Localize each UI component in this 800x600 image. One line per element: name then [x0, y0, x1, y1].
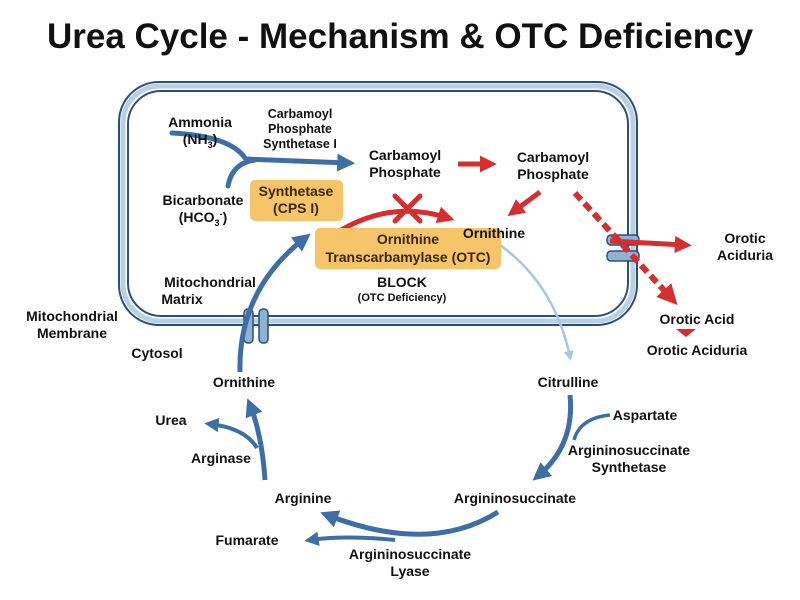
orotic-aciduria-exit-arrow — [609, 235, 692, 253]
citrulline-to-argininosuccinate-arrow — [532, 394, 574, 481]
citrulline-label: Citrulline — [538, 374, 599, 390]
bicarbonate-label: Bicarbonate — [163, 192, 244, 208]
ass-enzyme-line-1: Argininosuccinate — [568, 442, 690, 458]
urea-label: Urea — [155, 412, 186, 428]
cytosol-label: Cytosol — [131, 345, 182, 361]
arginine-label: Arginine — [275, 490, 332, 506]
fumarate-label: Fumarate — [215, 532, 278, 548]
mitochondrion — [118, 81, 638, 326]
cps-box-line-2: (CPS I) — [273, 200, 319, 216]
aspartate-label: Aspartate — [613, 407, 678, 423]
carbamoyl-phosphate-1-line-2: Phosphate — [369, 164, 441, 180]
cytosol-ornithine-label: Ornithine — [213, 374, 275, 390]
ammonia-formula: (NH3) — [183, 131, 218, 150]
cps-name-line-3: Synthetase I — [263, 137, 337, 151]
matrix-label-line-2: Matrix — [161, 291, 202, 307]
orotic-aciduria-1-line-1: Orotic — [724, 230, 765, 246]
ammonia-label: Ammonia — [168, 114, 232, 130]
orotic-acid-marker — [676, 329, 696, 337]
otc-box-line-1: Ornithine — [377, 231, 439, 247]
cps-enzyme-box — [250, 180, 343, 221]
arginase-label: Arginase — [191, 450, 251, 466]
carbamoyl-phosphate-2-line-1: Carbamoyl — [517, 149, 589, 165]
cps-box-line-1: Synthetase — [259, 183, 334, 199]
orotic-aciduria-1-line-2: Aciduria — [717, 247, 773, 263]
argininosuccinate-label: Argininosuccinate — [454, 490, 576, 506]
block-label: BLOCK — [377, 274, 427, 290]
cps-name-line-2: Phosphate — [268, 122, 332, 136]
ornithine-import-arrow — [237, 233, 311, 373]
matrix-label-line-1: Mitochondrial — [164, 274, 256, 290]
carbamoyl-overflow-arrow — [572, 190, 678, 306]
ammonia-input-arrow — [169, 130, 248, 161]
cps-product-arrow — [244, 153, 356, 172]
membrane-space — [120, 83, 636, 324]
fumarate-output-arrow — [304, 531, 396, 546]
carbamoyl-to-ornithine-arrow — [507, 189, 542, 217]
otc-box-line-2: Transcarbamylase (OTC) — [326, 249, 491, 265]
cps-name-line-1: Carbamoyl — [268, 107, 333, 121]
orotic-aciduria-2-label: Orotic Aciduria — [647, 342, 748, 358]
page-title: Urea Cycle - Mechanism & OTC Deficiency — [47, 17, 754, 56]
asl-enzyme-line-2: Lyase — [390, 563, 429, 579]
carbamoyl-phosphate-1-line-1: Carbamoyl — [369, 147, 441, 163]
ass-enzyme-line-2: Synthetase — [592, 459, 667, 475]
block-note: (OTC Deficiency) — [358, 292, 447, 304]
inner-membrane — [127, 90, 629, 317]
block-x-icon — [392, 193, 423, 224]
carbamoyl-phosphate-2-line-2: Phosphate — [517, 166, 589, 182]
urea-output-arrow — [204, 417, 259, 450]
otc-enzyme-box — [315, 228, 501, 269]
mito-ornithine-label: Ornithine — [463, 225, 525, 241]
bicarbonate-formula: (HCO3-) — [179, 209, 227, 228]
aspartate-input-arrow — [572, 413, 611, 441]
membrane-label-line-2: Membrane — [37, 325, 107, 341]
ornithine-to-citrulline-arrow — [499, 243, 574, 361]
argininosuccinate-to-arginine-arrow — [320, 509, 500, 537]
orotic-acid-label: Orotic Acid — [660, 311, 735, 327]
arginine-to-ornithine-arrow — [245, 398, 268, 481]
asl-enzyme-line-1: Argininosuccinate — [349, 546, 471, 562]
membrane-label-line-1: Mitochondrial — [26, 308, 118, 324]
